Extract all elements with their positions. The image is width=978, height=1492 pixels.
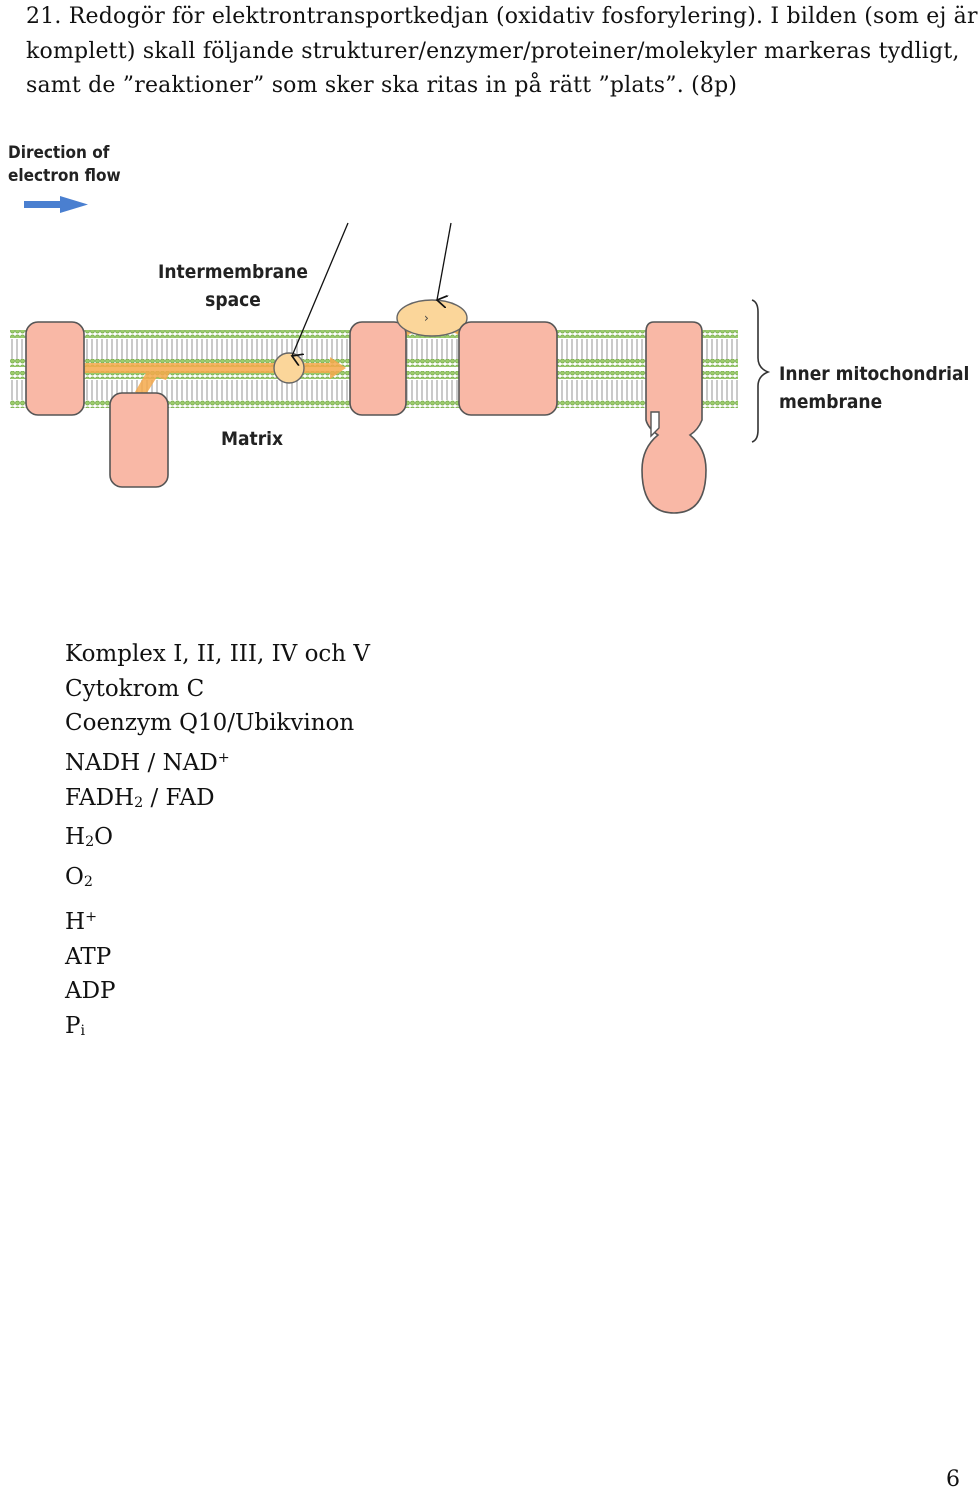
list-item: H+ [65,908,98,935]
list-item: Pi [65,1013,86,1040]
pointer-arrow [292,222,349,356]
question-line: samt de ”reaktioner” som sker ska ritas … [26,73,738,98]
small-arrow-icon: › [424,311,429,325]
complex-shape [641,321,707,514]
page-number: 6 [946,1467,960,1492]
list-item: O2 [65,864,93,891]
question-text: 21. Redogör för elektrontransportkedjan … [26,0,978,104]
matrix-label: Matrix [221,428,283,450]
carrier-circle [273,352,305,384]
complex-shape [458,321,558,416]
list-item: H2O [65,824,113,851]
intermembrane-label: space [205,289,261,311]
term-list: Komplex I, II, III, IV och V Cytokrom C … [65,637,370,1049]
question-line: 21. Redogör för elektrontransportkedjan … [26,4,978,29]
intermembrane-label: Intermembrane [158,261,308,283]
list-item: Komplex I, II, III, IV och V [65,641,371,667]
direction-arrow-icon [24,196,88,213]
list-item: Cytokrom C [65,675,205,702]
list-item: ADP [65,978,116,1005]
direction-label: Direction of [8,143,110,163]
brace-shape [751,299,771,443]
carrier-oval [396,299,468,337]
list-item: FADH2 / FAD [65,784,215,811]
membrane-label: membrane [779,391,882,413]
complex-shape [349,321,407,416]
list-item: NADH / NAD+ [65,749,230,776]
direction-label: electron flow [8,166,121,186]
pointer-arrow [437,222,452,300]
question-line: komplett) skall följande strukturer/enzy… [26,38,960,64]
list-item: ATP [65,943,112,970]
complex-shape [109,392,169,488]
complex-shape [25,321,85,416]
electron-transport-diagram: Direction of electron flow Intermembrane… [8,143,969,514]
list-item: Coenzym Q10/Ubikvinon [65,710,355,737]
membrane-label: Inner mitochondrial [779,363,969,385]
